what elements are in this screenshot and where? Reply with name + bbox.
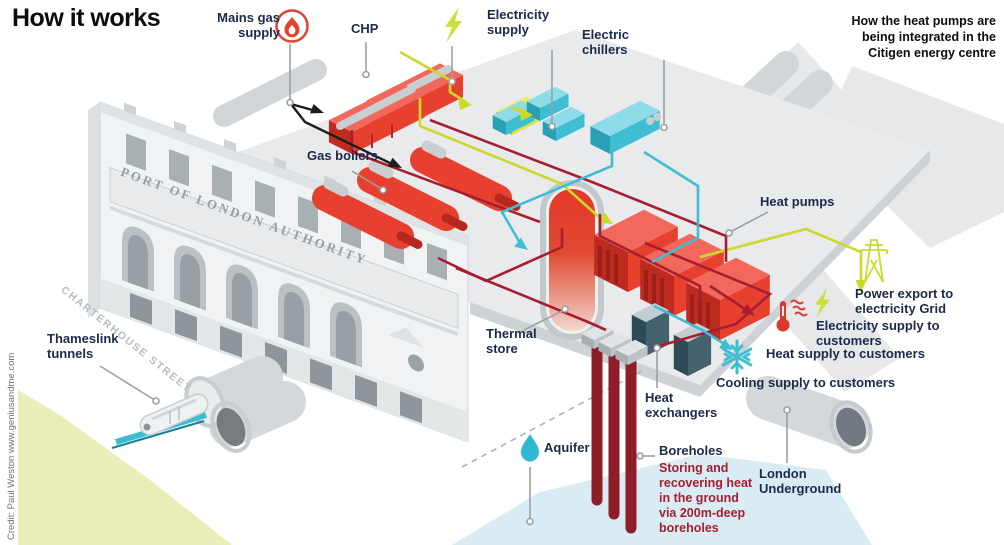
label-electric-chillers: Electric chillers bbox=[582, 27, 629, 57]
thameslink-train bbox=[111, 356, 306, 453]
droplet-icon bbox=[521, 434, 539, 462]
boreholes bbox=[581, 323, 648, 534]
london-underground-tunnel bbox=[746, 376, 873, 454]
pipes-heat bbox=[350, 118, 773, 350]
label-electricity-supply-customers: Electricity supply to customers bbox=[816, 318, 940, 348]
label-thermal-store: Thermal store bbox=[486, 326, 537, 356]
aquifer-water bbox=[452, 454, 872, 545]
flame-icon bbox=[275, 9, 309, 43]
gas-arrows bbox=[290, 102, 402, 168]
label-boreholes: Boreholes bbox=[659, 443, 723, 458]
ground-wedge bbox=[18, 390, 232, 545]
label-chp: CHP bbox=[351, 21, 379, 36]
label-heat-pumps: Heat pumps bbox=[760, 194, 835, 209]
label-heat-supply-customers: Heat supply to customers bbox=[766, 346, 925, 361]
lightning-icon bbox=[445, 7, 462, 43]
pipes-cooling bbox=[500, 140, 733, 350]
label-cooling-supply-customers: Cooling supply to customers bbox=[716, 375, 896, 390]
credit-line: Credit: Paul Weston www.geniusandme.com bbox=[6, 352, 17, 540]
intro-note: How the heat pumps are being integrated … bbox=[851, 14, 996, 60]
label-london-underground: London Underground bbox=[759, 466, 842, 496]
lightning-icon bbox=[815, 287, 830, 319]
pylon-icon bbox=[860, 239, 888, 283]
page-title: How it works bbox=[12, 4, 161, 32]
label-aquifer: Aquifer bbox=[544, 440, 590, 455]
label-boreholes-note: Storing and recovering heat in the groun… bbox=[659, 461, 753, 535]
pipes-power bbox=[399, 50, 867, 293]
electric-chillers bbox=[492, 86, 661, 154]
chp-units bbox=[328, 63, 463, 154]
thermal-store bbox=[540, 180, 604, 340]
label-power-export: Power export to electricity Grid bbox=[855, 286, 954, 316]
label-thameslink-tunnels: Thameslink tunnels bbox=[47, 331, 119, 361]
thermometer-icon bbox=[776, 299, 808, 332]
label-mains-gas-supply: Mains gas supply bbox=[217, 10, 280, 40]
label-heat-exchangers: Heat exchangers bbox=[645, 390, 718, 420]
label-gas-boilers: Gas boilers bbox=[307, 148, 378, 163]
label-electricity-supply: Electricity supply bbox=[487, 7, 550, 37]
snowflake-icon bbox=[721, 339, 753, 375]
leader-lines bbox=[99, 42, 791, 526]
